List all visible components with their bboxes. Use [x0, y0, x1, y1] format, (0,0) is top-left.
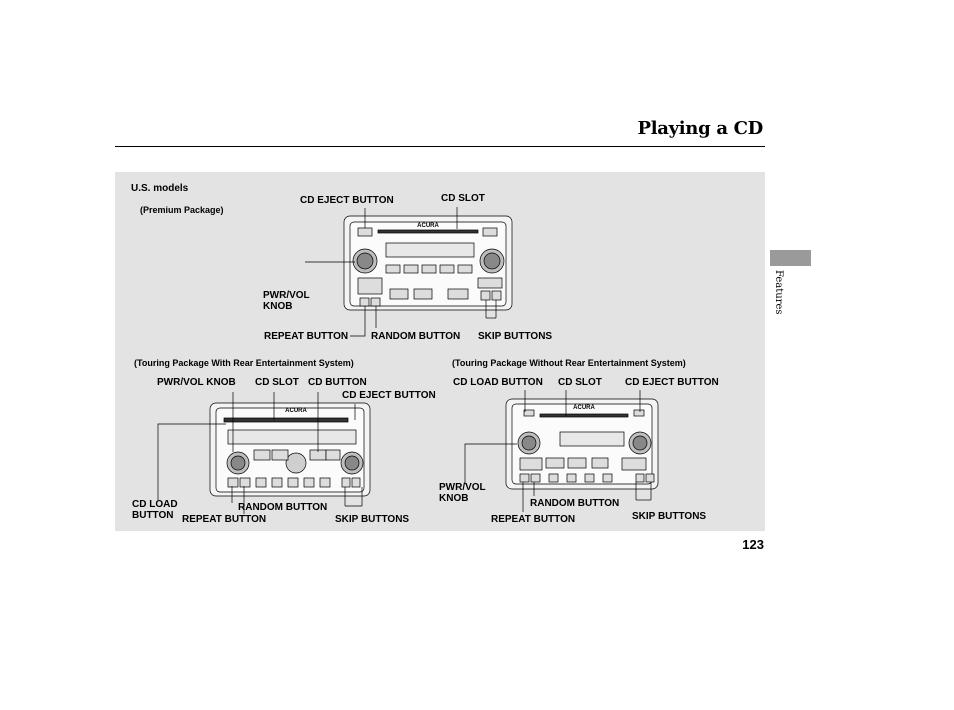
- page-title: Playing a CD: [637, 118, 763, 139]
- touring-rear-random-label: RANDOM BUTTON: [238, 502, 328, 513]
- touring-rear-cd-slot-label: CD SLOT: [255, 377, 299, 388]
- touring-rear-cd-load-label: CD LOAD BUTTON: [132, 499, 178, 521]
- touring-no-rear-radio-unit: [505, 398, 659, 490]
- touring-rear-caption: (Touring Package With Rear Entertainment…: [134, 358, 354, 368]
- premium-pwr-vol-label: PWR/VOL KNOB: [263, 290, 310, 312]
- touring-rear-brand: ACURA: [285, 408, 307, 414]
- touring-no-rear-cd-load-label: CD LOAD BUTTON: [453, 377, 543, 388]
- touring-rear-cd-button-label: CD BUTTON: [308, 377, 367, 388]
- premium-random-label: RANDOM BUTTON: [371, 331, 461, 342]
- touring-rear-cd-eject-label: CD EJECT BUTTON: [342, 390, 436, 401]
- page-number: 123: [742, 537, 764, 552]
- premium-repeat-label: REPEAT BUTTON: [264, 331, 349, 342]
- premium-brand: ACURA: [417, 223, 439, 229]
- touring-no-rear-repeat-label: REPEAT BUTTON: [491, 514, 576, 525]
- touring-rear-skip-label: SKIP BUTTONS: [335, 514, 410, 525]
- touring-rear-radio-unit: [209, 402, 371, 497]
- premium-caption: (Premium Package): [140, 205, 224, 215]
- section-tab-label: Features: [773, 270, 784, 315]
- touring-no-rear-cd-eject-label: CD EJECT BUTTON: [625, 377, 719, 388]
- touring-no-rear-cd-slot-label: CD SLOT: [558, 377, 602, 388]
- touring-no-rear-pwr-vol-label: PWR/VOL KNOB: [439, 482, 486, 504]
- touring-rear-pwr-vol-label: PWR/VOL KNOB: [157, 377, 236, 388]
- touring-no-rear-random-label: RANDOM BUTTON: [530, 498, 620, 509]
- region-label: U.S. models: [131, 183, 189, 194]
- section-tab: [770, 250, 811, 266]
- touring-no-rear-caption: (Touring Package Without Rear Entertainm…: [452, 358, 686, 368]
- touring-no-rear-skip-label: SKIP BUTTONS: [632, 511, 707, 522]
- premium-cd-eject-label: CD EJECT BUTTON: [300, 195, 394, 206]
- touring-rear-repeat-label: REPEAT BUTTON: [182, 514, 267, 525]
- premium-cd-slot-label: CD SLOT: [441, 193, 485, 204]
- touring-no-rear-brand: ACURA: [573, 405, 595, 411]
- premium-skip-label: SKIP BUTTONS: [478, 331, 553, 342]
- title-rule: [115, 146, 765, 147]
- premium-radio-unit: [343, 215, 513, 311]
